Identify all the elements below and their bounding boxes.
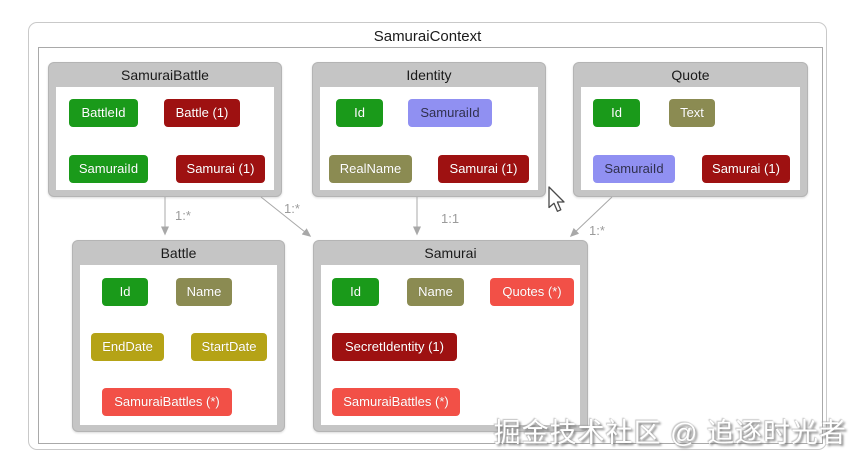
property-samuraibattles[interactable]: SamuraiBattles (*): [332, 388, 460, 416]
property-startdate[interactable]: StartDate: [191, 333, 267, 361]
context-title: SamuraiContext: [373, 28, 482, 45]
watermark-text: 掘金技术社区 @ 追逐时光者: [493, 418, 847, 448]
property-enddate[interactable]: EndDate: [91, 333, 164, 361]
property-id[interactable]: Id: [336, 99, 383, 127]
property-name[interactable]: Name: [407, 278, 464, 306]
property-samurai-1[interactable]: Samurai (1): [176, 155, 265, 183]
property-samuraiid[interactable]: SamuraiId: [408, 99, 492, 127]
property-quotes[interactable]: Quotes (*): [490, 278, 574, 306]
property-samurai-1[interactable]: Samurai (1): [438, 155, 529, 183]
property-id[interactable]: Id: [593, 99, 640, 127]
property-battleid[interactable]: BattleId: [69, 99, 138, 127]
property-id[interactable]: Id: [332, 278, 379, 306]
property-realname[interactable]: RealName: [329, 155, 412, 183]
entity-title: Samurai: [424, 245, 477, 261]
property-id[interactable]: Id: [102, 278, 148, 306]
entity-title: SamuraiBattle: [121, 67, 209, 83]
property-samuraiid[interactable]: SamuraiId: [593, 155, 675, 183]
property-battle-1[interactable]: Battle (1): [164, 99, 240, 127]
property-text[interactable]: Text: [669, 99, 715, 127]
entity-title: Identity: [406, 67, 452, 83]
property-samurai-1[interactable]: Samurai (1): [702, 155, 790, 183]
entity-title: Quote: [671, 67, 710, 83]
property-name[interactable]: Name: [176, 278, 232, 306]
property-samuraiid[interactable]: SamuraiId: [69, 155, 148, 183]
property-secretidentity-1[interactable]: SecretIdentity (1): [332, 333, 457, 361]
property-samuraibattles[interactable]: SamuraiBattles (*): [102, 388, 232, 416]
entity-title: Battle: [160, 245, 197, 261]
